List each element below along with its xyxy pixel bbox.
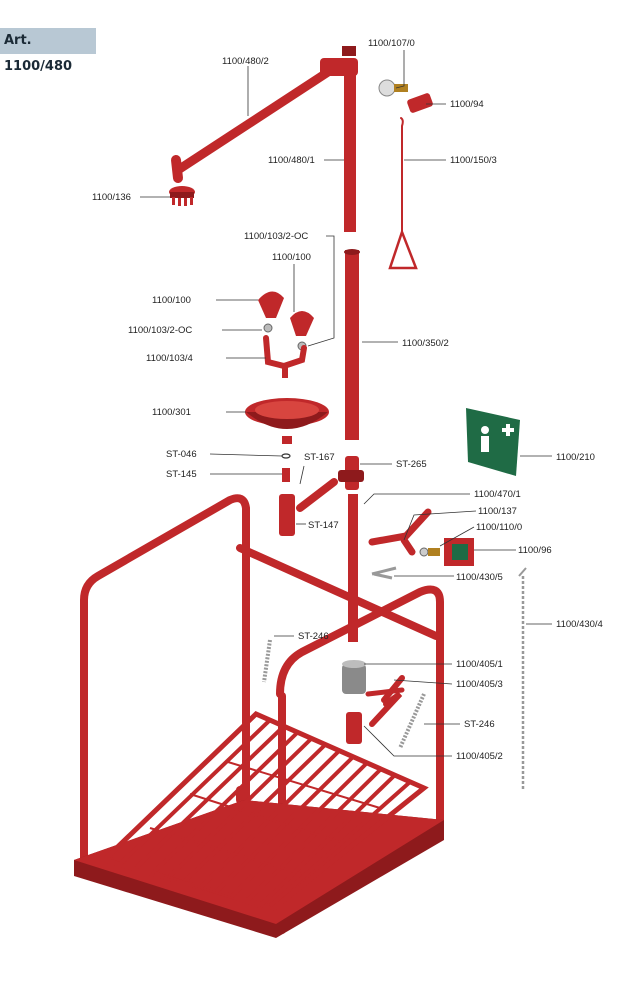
article-badge: Art. 1100/480 (0, 28, 96, 74)
label-1100-210: 1100/210 (556, 452, 595, 463)
label-1100-470-1: 1100/470/1 (474, 489, 521, 500)
label-1100-350-2: 1100/350/2 (402, 338, 449, 349)
floor-valve (342, 660, 405, 744)
label-1100-137: 1100/137 (478, 506, 517, 517)
upper-pipe (344, 60, 356, 232)
label-1100-301: 1100/301 (152, 407, 191, 418)
label-1100-405-1: 1100/405/1 (456, 659, 503, 670)
label-1100-480-2: 1100/480/2 (222, 56, 269, 67)
shower-valve (378, 79, 433, 113)
label-st-147: ST-147 (308, 520, 339, 531)
label-1100-100-right: 1100/100 (272, 252, 311, 263)
label-st-167: ST-167 (304, 452, 335, 463)
label-1100-107-0: 1100/107/0 (368, 38, 415, 49)
label-1100-405-3: 1100/405/3 (456, 679, 503, 690)
chain (518, 567, 527, 790)
label-1100-103-4: 1100/103/4 (146, 353, 193, 364)
part-labels: 1100/107/0 1100/480/2 1100/94 1100/480/1… (92, 38, 603, 762)
article-number: Art. 1100/480 (4, 33, 73, 74)
label-st-046: ST-046 (166, 449, 197, 460)
label-st-246-right: ST-246 (464, 719, 495, 730)
label-1100-430-4: 1100/430/4 (556, 619, 603, 630)
pull-rod (388, 117, 418, 270)
label-1100-136: 1100/136 (92, 192, 131, 203)
leader-lines (140, 50, 552, 757)
label-st-145: ST-145 (166, 469, 197, 480)
label-1100-103-2-oc-top: 1100/103/2-OC (244, 231, 308, 242)
lower-pipe (348, 494, 358, 642)
label-1100-96: 1100/96 (518, 545, 552, 556)
floor-grating (99, 711, 429, 911)
label-st-246-left: ST-246 (298, 631, 329, 642)
label-1100-405-2: 1100/405/2 (456, 751, 503, 762)
foot-valve-assembly (368, 508, 474, 580)
label-1100-480-1: 1100/480/1 (268, 155, 315, 166)
eye-wash-shower-sign-icon (481, 426, 489, 452)
middle-pipe (344, 249, 360, 440)
label-1100-103-2-oc-left: 1100/103/2-OC (128, 325, 192, 336)
label-st-265: ST-265 (396, 459, 427, 470)
label-1100-94: 1100/94 (450, 99, 484, 110)
springs (262, 639, 426, 749)
shower-head (169, 186, 195, 206)
small-fittings (279, 453, 364, 536)
label-1100-110-0: 1100/110/0 (476, 522, 522, 533)
wash-basin (245, 398, 329, 444)
shower-arm (171, 67, 333, 183)
safety-sign (466, 408, 520, 476)
label-1100-100-left: 1100/100 (152, 295, 191, 306)
frame (80, 494, 444, 934)
eye-wash-heads (258, 291, 314, 378)
label-1100-150-3: 1100/150/3 (450, 155, 497, 166)
label-1100-430-5: 1100/430/5 (456, 572, 503, 583)
first-aid-sign-icon (502, 424, 514, 436)
